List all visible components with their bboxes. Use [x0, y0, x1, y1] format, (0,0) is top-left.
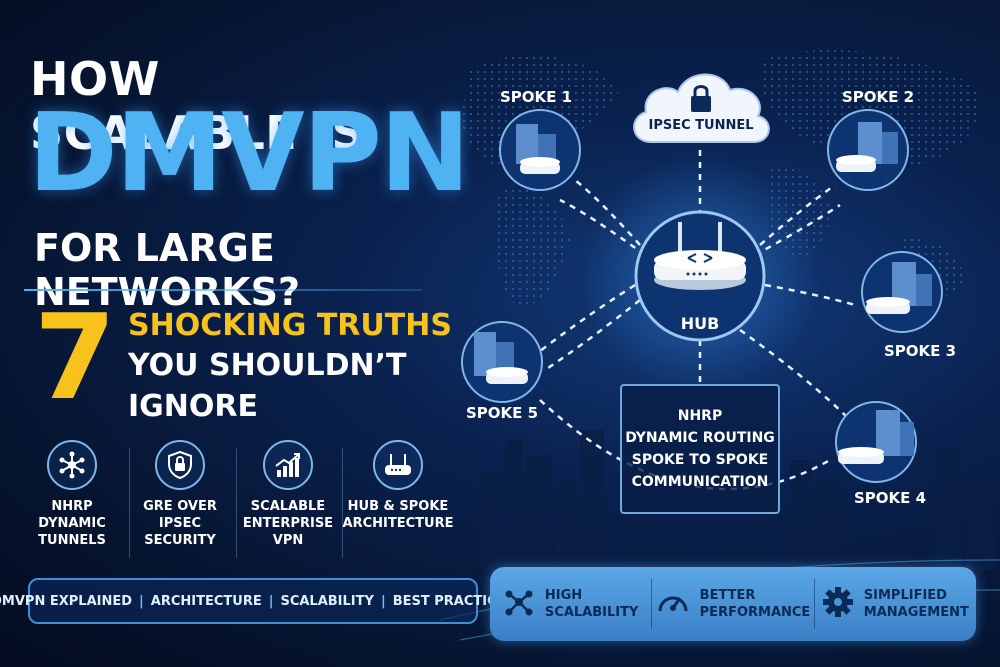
gear-icon	[822, 586, 854, 622]
feature-label: IPSEC	[158, 516, 202, 531]
benefit-label: PERFORMANCE	[699, 605, 811, 620]
feature-label: NHRP	[51, 499, 93, 514]
hub-label: HUB	[680, 314, 720, 333]
benefit-scalability: HIGH SCALABILITY	[490, 579, 651, 629]
spoke-3-label: SPOKE 3	[884, 342, 957, 360]
router-icon	[836, 155, 876, 172]
spoke-5-node	[461, 321, 543, 403]
feature-gre-ipsec: GRE OVER IPSEC SECURITY	[128, 440, 232, 549]
cloud-label: IPSEC TUNNEL	[648, 118, 754, 133]
router-icon	[654, 222, 746, 290]
feature-label: SCALABLE	[250, 499, 326, 514]
feature-label: HUB & SPOKE	[347, 499, 449, 514]
topic-separator: |	[139, 593, 144, 609]
ipsec-cloud	[633, 73, 770, 143]
spoke-4-node	[835, 401, 917, 483]
spoke-2-label: SPOKE 2	[842, 88, 915, 106]
hub-node	[634, 210, 766, 342]
speedometer-icon	[656, 587, 690, 621]
topics-bar: DMVPN EXPLAINED | ARCHITECTURE | SCALABI…	[0, 578, 515, 624]
benefit-label: MANAGEMENT	[863, 605, 969, 620]
feature-label: VPN	[272, 533, 304, 548]
spoke-5-label: SPOKE 5	[466, 404, 539, 422]
link-hub-spoke1b	[559, 198, 646, 257]
feature-divider	[129, 448, 130, 558]
link-hub-spoke2	[759, 183, 836, 246]
info-line: DYNAMIC ROUTING	[625, 430, 775, 446]
truths-count: 7	[34, 288, 117, 426]
benefit-label: SCALABILITY	[544, 605, 639, 620]
spoke-1-node	[499, 109, 581, 191]
topic-item: DMVPN EXPLAINED	[0, 593, 133, 609]
topic-separator: |	[268, 593, 274, 609]
benefit-label: SIMPLIFIED	[863, 588, 947, 603]
spoke-2-node	[827, 109, 909, 191]
benefit-management: SIMPLIFIED MANAGEMENT	[813, 579, 976, 629]
topic-item: BEST PRACTICES	[392, 593, 515, 609]
benefits-panel: HIGH SCALABILITY BETTER PERFORMANCE	[490, 567, 976, 641]
info-line: SPOKE TO SPOKE	[631, 452, 769, 468]
headline-dmvpn: DMVPN	[28, 91, 470, 216]
tagline-line-3: IGNORE	[128, 389, 258, 424]
spoke-4-label: SPOKE 4	[854, 489, 927, 507]
router-icon	[486, 367, 528, 384]
lock-icon	[691, 85, 711, 112]
headline-line-3: FOR LARGE NETWORKS?	[34, 226, 301, 314]
headline-line-1: HOW SCALABLE IS	[30, 52, 365, 160]
feature-label: TUNNELS	[38, 533, 106, 548]
protocol-info-box: NHRP DYNAMIC ROUTING SPOKE TO SPOKE COMM…	[620, 384, 780, 514]
router-icon	[373, 440, 423, 490]
benefit-performance: BETTER PERFORMANCE	[651, 579, 813, 629]
info-line: NHRP	[677, 408, 723, 424]
feature-nhrp: NHRP DYNAMIC TUNNELS	[20, 440, 124, 549]
link-hub-spoke5	[534, 283, 636, 356]
city-skyline	[480, 430, 995, 570]
info-line: COMMUNICATION	[631, 474, 769, 490]
topic-item: ARCHITECTURE	[150, 593, 262, 609]
benefit-label: HIGH	[544, 588, 583, 603]
headline-divider	[24, 289, 422, 291]
feature-label: GRE OVER	[143, 499, 217, 514]
feature-divider	[342, 448, 343, 558]
tagline-line-1: SHOCKING TRUTHS	[128, 308, 452, 343]
feature-divider	[236, 448, 237, 558]
feature-scalable-vpn: SCALABLE ENTERPRISE VPN	[236, 440, 340, 549]
link-hub-spoke1	[574, 179, 641, 246]
feature-label: ARCHITECTURE	[342, 516, 454, 531]
spoke-3-node	[861, 251, 943, 333]
feature-hub-spoke: HUB & SPOKE ARCHITECTURE	[342, 440, 454, 532]
network-hub-icon	[47, 440, 97, 490]
feature-label: ENTERPRISE	[242, 516, 334, 531]
router-icon	[838, 447, 884, 464]
tagline-line-2: YOU SHOULDN’T	[128, 348, 407, 383]
topic-separator: |	[380, 593, 386, 609]
building-icon	[876, 410, 914, 456]
network-nodes-icon	[503, 586, 535, 622]
topic-item: SCALABILITY	[280, 593, 374, 609]
benefit-label: BETTER	[699, 588, 756, 603]
link-hub-spoke3	[764, 283, 856, 307]
growth-chart-icon	[263, 440, 313, 490]
feature-label: SECURITY	[144, 533, 216, 548]
feature-label: DYNAMIC	[38, 516, 106, 531]
router-icon	[866, 297, 910, 314]
router-icon	[520, 157, 560, 174]
shield-lock-icon	[155, 440, 205, 490]
link-hub-spoke5b	[544, 299, 641, 372]
spoke-1-label: SPOKE 1	[500, 88, 573, 106]
building-icon	[516, 124, 556, 164]
